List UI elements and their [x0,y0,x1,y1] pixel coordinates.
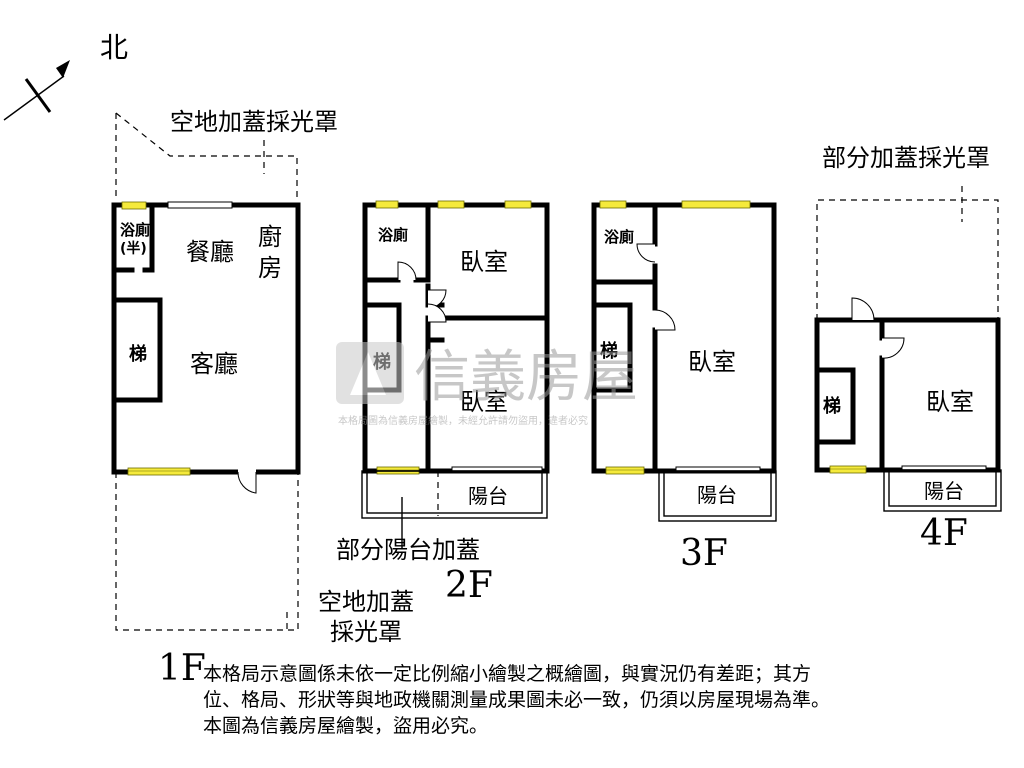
watermark-brand: 信義房屋 [414,345,638,410]
1f-bath-label-1: 浴廁 [120,221,150,239]
1f-dining-label: 餐廳 [186,238,234,266]
1f-skylight-top-label: 空地加蓋採光罩 [170,108,338,136]
3f-bath-door [636,243,656,263]
4f-bedroom-door [881,337,905,359]
floor-1f: 空地加蓋採光罩 空地加蓋 採光罩 浴廁 (半) 餐廳 廚 房 梯 客廳 1F [111,108,414,689]
window [599,200,627,209]
floor-4f: 部分加蓋採光罩 梯 臥室 陽台 4F [814,144,1002,554]
1f-floor-label: 1F [158,648,206,689]
2f-bedroom2-label: 臥室 [460,388,508,416]
4f-stairs-label: 梯 [823,395,841,417]
3f-balcony-label: 陽台 [697,483,737,507]
4f-balcony-label: 陽台 [924,479,964,503]
3f-bath-label: 浴廁 [604,228,634,246]
4f-bedroom-label: 臥室 [926,388,974,416]
compass-north-label: 北 [100,31,128,64]
window [127,467,191,476]
window [605,466,645,475]
2f-floor-label: 2F [445,565,493,606]
window [121,201,147,210]
3f-bedroom-label: 臥室 [688,348,736,376]
2f-bath-door [397,261,417,281]
1f-kitchen-label-2: 房 [258,254,282,282]
1f-bath-label-2: (半) [120,240,147,257]
2f-balcony-label: 陽台 [468,484,508,508]
1f-stairs-label: 梯 [129,343,147,365]
disclaimer-line-1: 本格局示意圖係未依一定比例縮小繪製之概繪圖，與實況仍有差距；其方 [203,663,811,685]
window [681,200,751,209]
4f-floor-label: 4F [920,513,968,554]
2f-bedroom1-label: 臥室 [460,248,508,276]
watermark-notice: 本格局圖為信義房屋繪製，未經允許請勿盜用，違者必究 [338,414,588,427]
1f-kitchen-label-1: 廚 [258,223,282,251]
window [829,465,867,474]
north-compass: 北 [3,31,128,121]
2f-bedroom2-door [427,303,447,323]
1f-skylight-bottom-label-2: 採光罩 [330,618,402,646]
1f-skylight-bottom-label-1: 空地加蓋 [318,588,414,616]
disclaimer-line-2: 位、格局、形狀等與地政機關測量成果圖未必一致，仍須以房屋現場為準。 [203,689,830,711]
1f-entry-door [237,471,257,494]
watermark: 信義房屋 本格局圖為信義房屋繪製，未經允許請勿盜用，違者必究 [336,342,638,427]
2f-bath-label: 浴廁 [378,226,408,244]
4f-stair-door [851,297,875,321]
2f-balcony-addition-label: 部分陽台加蓋 [336,536,480,564]
4f-skylight-label: 部分加蓋採光罩 [822,144,990,172]
3f-bedroom-door [654,309,676,331]
3f-floor-label: 3F [680,533,728,574]
disclaimer: 本格局示意圖係未依一定比例縮小繪製之概繪圖，與實況仍有差距；其方 位、格局、形狀… [203,663,830,737]
1f-living-label: 客廳 [190,350,238,378]
window [504,200,532,209]
floor-3f: 浴廁 梯 臥室 陽台 3F [591,200,777,574]
window [375,200,399,209]
disclaimer-line-3: 本圖為信義房屋繪製，盜用必究。 [203,715,488,737]
3f-stairs-label: 梯 [600,340,618,362]
window [437,200,465,209]
